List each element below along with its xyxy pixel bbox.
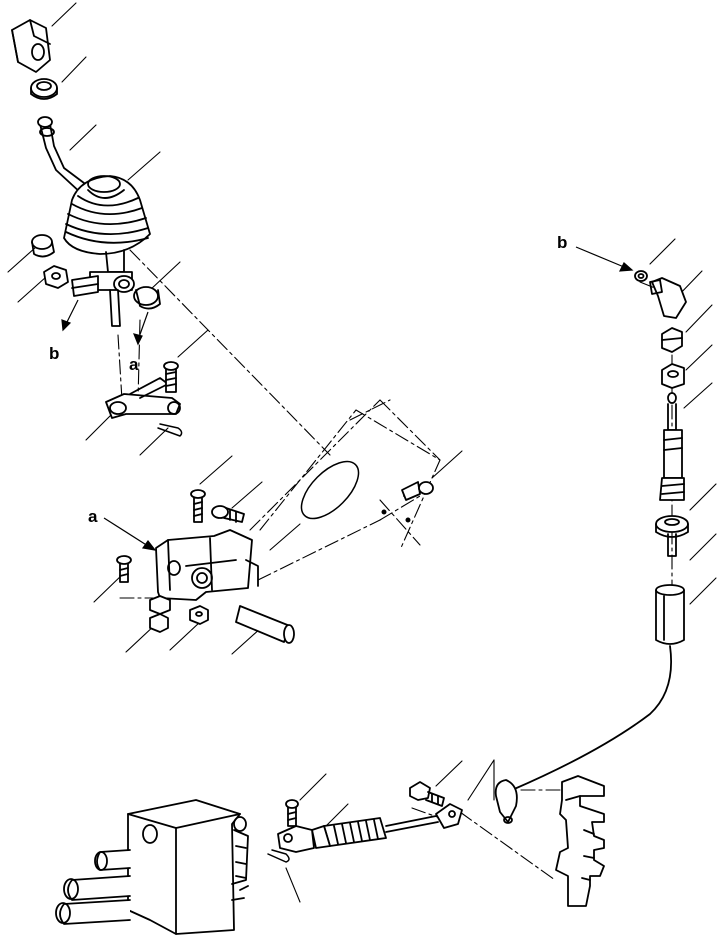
cable-end-bolt xyxy=(409,781,445,807)
control-cable xyxy=(511,645,672,791)
valve-bracket xyxy=(555,775,605,907)
mounting-plate-outline xyxy=(259,399,441,551)
cable-nut-1 xyxy=(661,327,683,353)
cable-nut-2 xyxy=(661,363,685,389)
callout-arrows xyxy=(61,246,634,551)
plate-bolt xyxy=(381,481,434,523)
cotter-pin xyxy=(157,423,183,437)
control-valve xyxy=(55,799,249,935)
lever-bushing-right xyxy=(133,286,161,310)
cable-rod xyxy=(655,392,689,557)
cable-end-link xyxy=(385,803,463,833)
hex-nut-left xyxy=(43,265,69,289)
lever-rod xyxy=(37,116,97,195)
lever-bracket xyxy=(155,529,259,601)
boot-bushing xyxy=(31,234,55,258)
cable-clamp xyxy=(494,779,518,824)
bracket-bolt-side xyxy=(211,505,245,523)
pivot-pin xyxy=(235,605,295,644)
clevis xyxy=(277,825,315,853)
bracket-nut-a xyxy=(149,595,171,615)
bracket-nut-b xyxy=(149,613,169,633)
lever-knob xyxy=(11,19,51,73)
bracket-nut-c xyxy=(189,605,209,625)
pivot-bolt xyxy=(163,361,179,393)
callout-b-lever: b xyxy=(49,344,60,363)
cable-end-socket xyxy=(649,277,687,319)
bracket-bolt-left xyxy=(116,555,132,583)
pivot-arm xyxy=(105,377,181,419)
bracket-bolt-top xyxy=(190,489,206,523)
cable-threaded-end xyxy=(311,817,387,849)
leader-lines xyxy=(7,2,717,903)
cable-washer xyxy=(634,270,648,282)
clevis-cotter xyxy=(267,849,290,863)
clevis-pin xyxy=(285,799,299,827)
callout-a-lever: a xyxy=(129,355,139,374)
cable-sleeve xyxy=(655,584,685,645)
knob-nut xyxy=(30,78,58,100)
callout-b-cable: b xyxy=(557,233,568,252)
callout-a-bracket: a xyxy=(88,507,98,526)
lever-boot xyxy=(63,175,151,255)
lever-base xyxy=(71,249,135,327)
oval-cutout xyxy=(300,460,360,520)
